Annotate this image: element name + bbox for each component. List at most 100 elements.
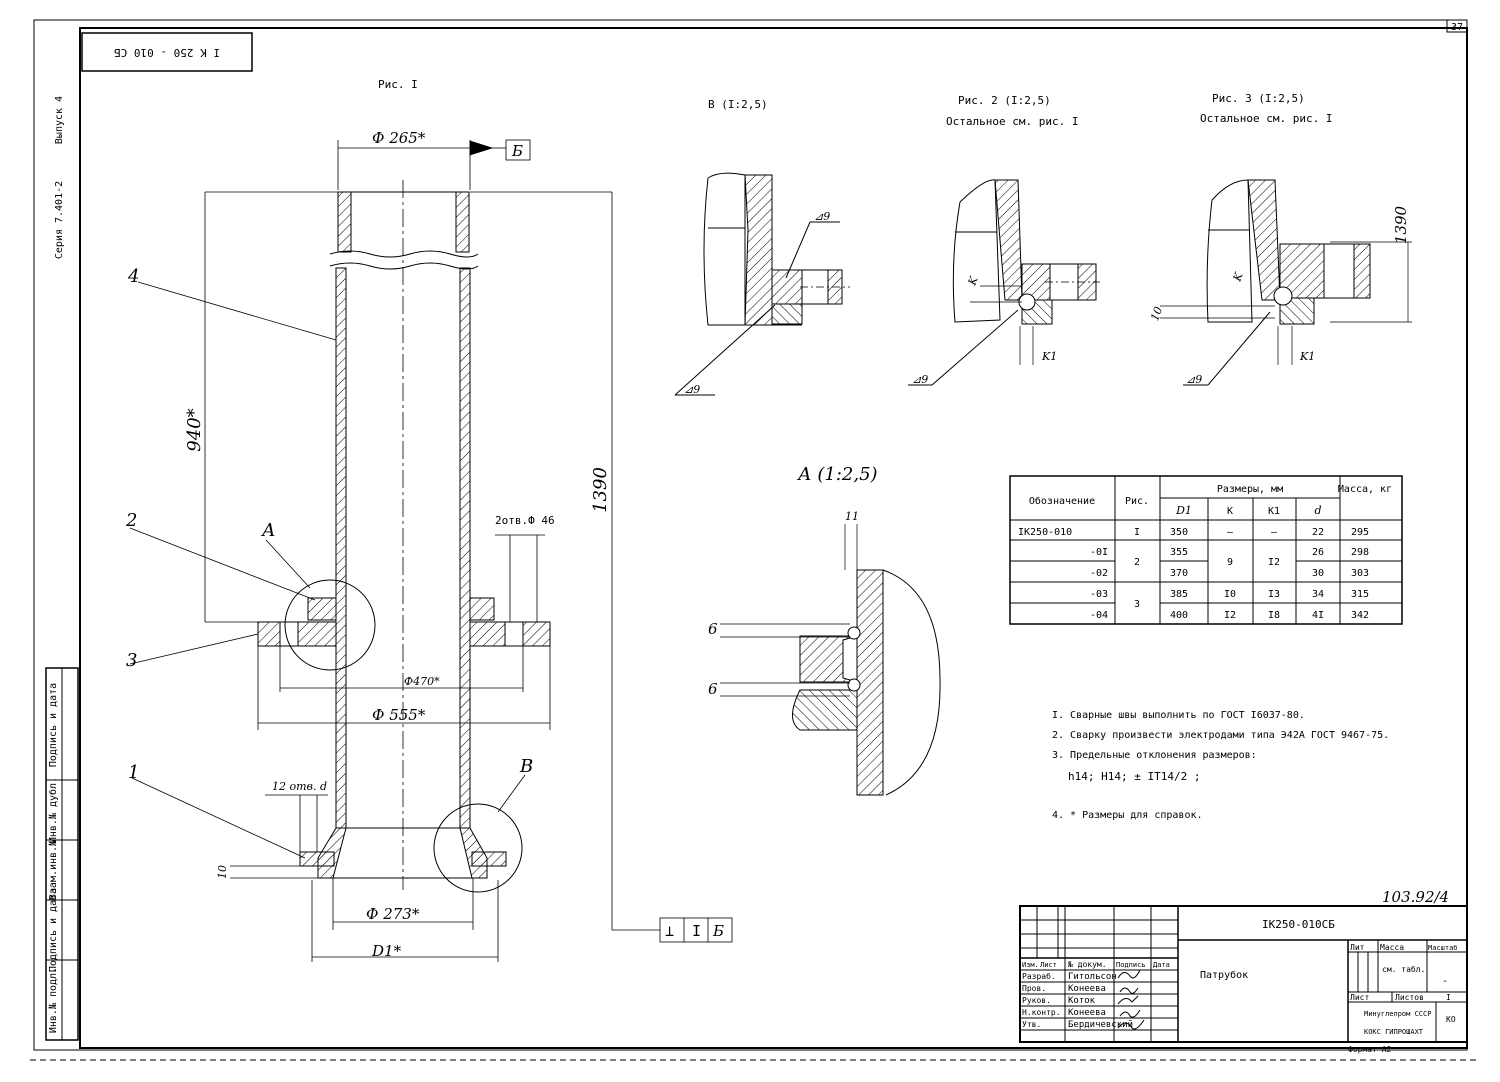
tb-mass-value: см. табл.: [1382, 964, 1425, 974]
tb-h-dokum: № докум.: [1067, 960, 1107, 969]
row1-ris: I: [1134, 527, 1140, 538]
row2-k1: I2: [1268, 557, 1280, 568]
view-a-11: 11: [845, 510, 859, 523]
row5-oboz: -04: [1090, 610, 1108, 621]
seriya-label: Серия 7.401-2: [54, 181, 65, 259]
dim-10: 10: [216, 865, 229, 879]
callout-v: В: [519, 756, 533, 777]
callout-3: 3: [126, 650, 137, 671]
dim-940: 940*: [184, 408, 205, 451]
vypusk-label: Выпуск 4: [54, 96, 65, 144]
dim-d265: Ф 265*: [372, 129, 426, 147]
row2-d: 26: [1312, 547, 1324, 558]
th-oboznachenie: Обозначение: [1029, 495, 1095, 507]
row1-oboz: IK250-010: [1018, 527, 1072, 538]
dim-d273: Ф 273*: [366, 905, 420, 923]
view-v-weld-bottom: ⊿9: [684, 383, 700, 396]
sheet-frame: [30, 19, 1478, 1061]
tb-role-2: Пров.: [1022, 984, 1046, 993]
tb-h-podpis: Подпись: [1116, 961, 1146, 969]
tb-h-izm: Изм.: [1022, 961, 1039, 969]
side-stamp: Инв.№ подл. Подпись и дата Взам.инв.№ Ин…: [45, 667, 79, 1041]
row5-massa: 342: [1351, 610, 1369, 621]
callout-1: 1: [128, 762, 139, 783]
row4-oboz: -03: [1090, 589, 1108, 600]
tb-name: Патрубок: [1200, 969, 1248, 981]
row4-k1: I3: [1268, 589, 1280, 600]
fig3-k: K: [1230, 270, 1246, 284]
stamp-code: I K 250 - 010 СБ: [114, 46, 220, 59]
callout-a: А: [260, 520, 276, 541]
row2-ris: 2: [1134, 557, 1140, 568]
tb-name-5: Бердичевский: [1068, 1020, 1133, 1030]
row5-d: 4I: [1312, 610, 1324, 621]
callout-4: 4: [127, 266, 139, 287]
row2-oboz: -0I: [1090, 547, 1108, 558]
row2-k: 9: [1227, 557, 1233, 568]
fig3-weld: ⊿9: [1186, 373, 1202, 386]
fig2-title: Рис. 2 (I:2,5): [958, 94, 1051, 107]
fig3-rest: Остальное см. рис. I: [1200, 112, 1332, 125]
base-b-label: Б: [511, 142, 523, 160]
row1-d: 22: [1312, 527, 1324, 538]
th-d: d: [1314, 504, 1321, 517]
signatures: [1117, 969, 1145, 1030]
th-ris: Рис.: [1125, 496, 1149, 507]
callout-2: 2: [125, 510, 137, 531]
fig3-title: Рис. 3 (I:2,5): [1212, 92, 1305, 105]
tb-role-1: Разраб.: [1022, 971, 1056, 981]
note-3: 3. Предельные отклонения размеров:: [1052, 750, 1257, 761]
side-stamp-label-1: Инв.№ подл.: [48, 967, 59, 1033]
row5-k1: I8: [1268, 610, 1280, 621]
dim-holes2: 2отв.Ф 46: [495, 514, 555, 527]
tol-base: Б: [712, 922, 724, 940]
th-k: K: [1227, 506, 1233, 517]
tb-name-3: Коток: [1068, 996, 1096, 1006]
dim-holes12: 12 отв. d: [272, 780, 327, 793]
side-stamp-label-3: Взам.инв.№: [48, 839, 59, 900]
note-1: I. Сварные швы выполнить по ГОСТ I6037-8…: [1052, 710, 1305, 721]
th-k1: K1: [1268, 506, 1280, 517]
fig3-detail: [1160, 179, 1412, 386]
tb-sheet-label: Лист: [1350, 993, 1369, 1002]
row3-d: 30: [1312, 568, 1324, 579]
th-d1: D1: [1175, 504, 1192, 517]
row3-d1: 370: [1170, 568, 1188, 579]
row1-d1: 350: [1170, 527, 1188, 538]
fig2-k: K: [965, 274, 981, 288]
note-4: 4. * Размеры для справок.: [1052, 810, 1203, 821]
fig1-section: [257, 180, 551, 893]
fig3-10: 10: [1148, 305, 1165, 323]
row2-massa: 298: [1351, 547, 1369, 558]
spec-table: [1009, 475, 1403, 625]
tb-name-1: Гитольсон: [1068, 972, 1117, 982]
title-block: [1019, 905, 1468, 1043]
th-massa: Масса, кг: [1338, 484, 1392, 495]
dim-1390: 1390: [590, 467, 611, 513]
fig3-1390: 1390: [1392, 205, 1410, 244]
th-razmery: Размеры, мм: [1217, 484, 1283, 495]
tol-val: I: [692, 922, 701, 940]
tb-sheets-value: I: [1446, 993, 1451, 1002]
tb-designation: IK250-010СБ: [1262, 918, 1335, 931]
row1-massa: 295: [1351, 527, 1369, 538]
tb-h-list: Лист: [1040, 961, 1057, 969]
tb-sheets-label: Листов: [1395, 993, 1424, 1002]
tb-ko: КО: [1446, 1015, 1456, 1024]
row2-d1: 355: [1170, 547, 1188, 558]
tb-role-3: Руков.: [1022, 996, 1051, 1005]
view-a-6-top: 6: [708, 620, 718, 638]
view-a-detail: [720, 524, 941, 796]
tb-lit: Лит: [1350, 943, 1365, 952]
tb-format: Формат А2: [1348, 1045, 1392, 1054]
side-stamp-label-4: Инв.№ дубл.: [47, 777, 59, 843]
fig2-rest: Остальное см. рис. I: [946, 115, 1078, 128]
view-a-6-bottom: 6: [708, 680, 718, 698]
doc-number: 103.92/4: [1382, 888, 1449, 906]
dim-d1: D1*: [371, 942, 402, 960]
tb-org: Минуглепром СССР: [1364, 1010, 1431, 1018]
fig3-k1: K1: [1299, 350, 1315, 363]
fig2-detail: [908, 179, 1100, 386]
row3-oboz: -02: [1090, 568, 1108, 579]
